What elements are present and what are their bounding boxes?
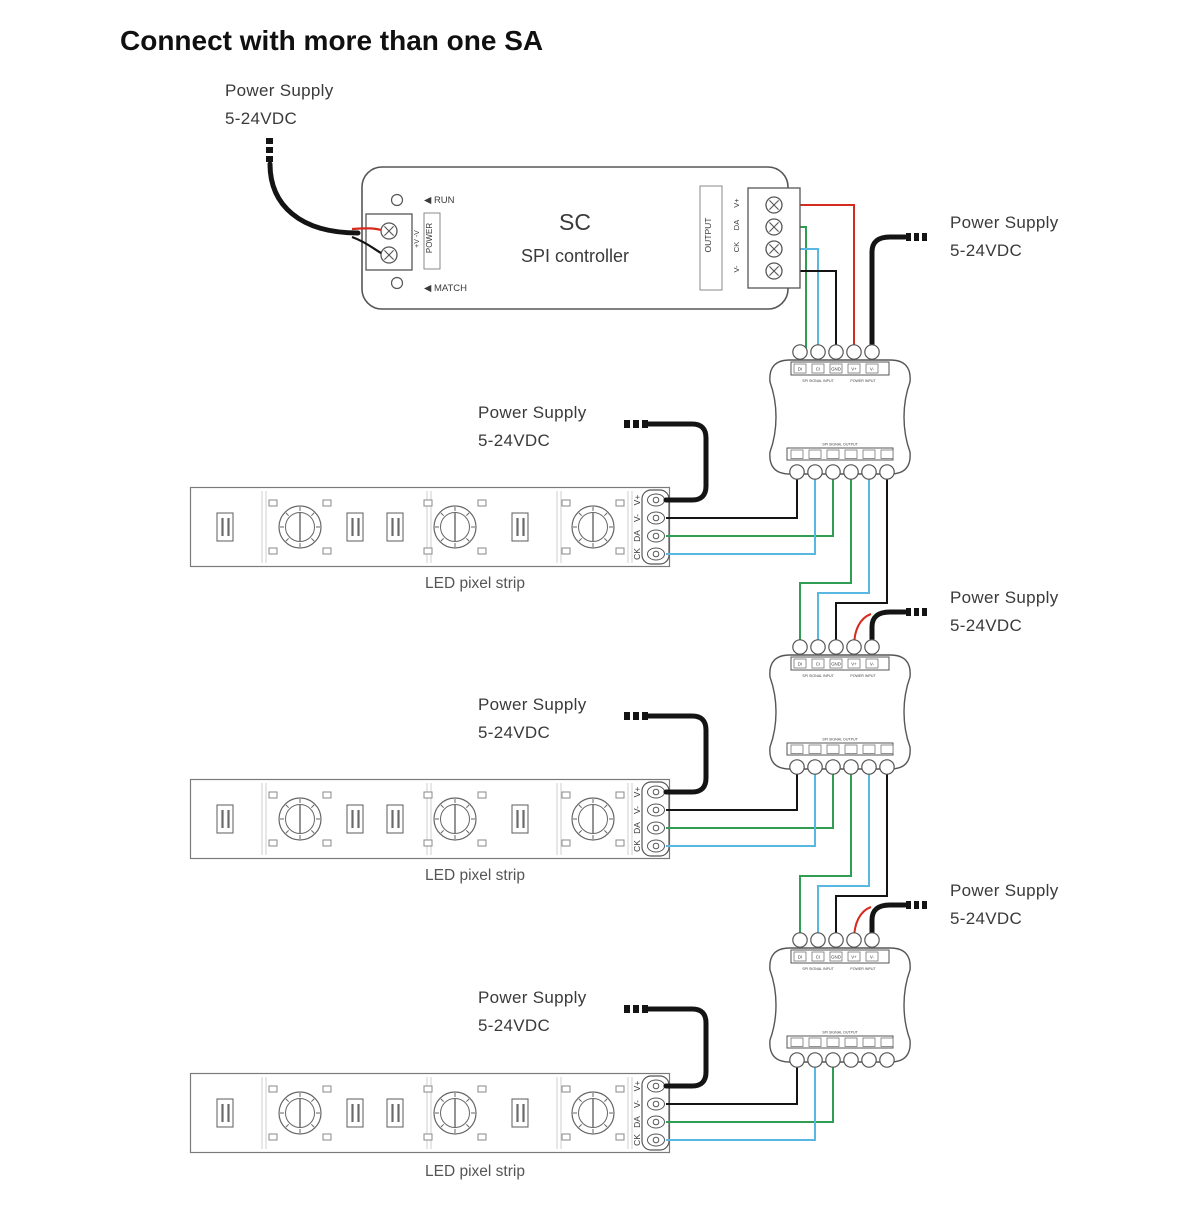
sc-power-pins-label: +V -V bbox=[414, 230, 421, 248]
wire-sa3-da-strip3 bbox=[666, 1060, 834, 1123]
wires-green bbox=[666, 226, 852, 1123]
lead-sc-vplus-red bbox=[351, 227, 382, 232]
cable-ps-sc bbox=[267, 161, 361, 236]
ps-label-sc-line1: Power Supply bbox=[225, 81, 334, 100]
sa-unit-3 bbox=[769, 932, 911, 1068]
ps-label-strip3: Power Supply 5-24VDC bbox=[478, 988, 587, 1035]
sc-output-pin-vplus: V+ bbox=[732, 198, 741, 208]
wire-sc-ck bbox=[800, 248, 819, 352]
ps-label-strip1-line1: Power Supply bbox=[478, 403, 587, 422]
wire-sa1-gnd-sa2 bbox=[835, 472, 888, 647]
wire-sa2-gnd-sa3 bbox=[835, 767, 888, 940]
wire-sc-vplus bbox=[800, 204, 855, 352]
strip2-caption: LED pixel strip bbox=[425, 867, 525, 884]
wire-sa2-ck-sa3 bbox=[817, 767, 870, 940]
ps-label-strip2-line1: Power Supply bbox=[478, 695, 587, 714]
wires-black bbox=[666, 270, 888, 1105]
ps-label-sc: Power Supply 5-24VDC bbox=[225, 81, 334, 128]
page-title: Connect with more than one SA bbox=[120, 25, 543, 56]
ps-label-sa3: Power Supply 5-24VDC bbox=[950, 881, 1059, 928]
power-plugs bbox=[266, 138, 927, 1013]
ps-label-strip1: Power Supply 5-24VDC bbox=[478, 403, 587, 450]
sc-match-label: ◀ MATCH bbox=[424, 283, 467, 294]
sc-case-screw-bottom bbox=[390, 276, 404, 290]
plug-ps-sc bbox=[266, 138, 273, 162]
ps-label-sa3-line1: Power Supply bbox=[950, 881, 1059, 900]
sc-run-label: ◀ RUN bbox=[424, 195, 455, 206]
ps-label-sa2-line1: Power Supply bbox=[950, 588, 1059, 607]
sc-subtitle: SPI controller bbox=[521, 246, 629, 266]
ps-label-strip2-line2: 5-24VDC bbox=[478, 723, 550, 742]
cable-ps-sa3 bbox=[869, 902, 908, 943]
ps-label-strip3-line2: 5-24VDC bbox=[478, 1016, 550, 1035]
ps-label-sa2: Power Supply 5-24VDC bbox=[950, 588, 1059, 635]
ps-label-sa2-line2: 5-24VDC bbox=[950, 616, 1022, 635]
sa-unit-1 bbox=[769, 344, 911, 480]
ps-label-strip1-line2: 5-24VDC bbox=[478, 431, 550, 450]
plug-ps-sa1 bbox=[906, 233, 927, 241]
sc-output-label: OUTPUT bbox=[703, 218, 713, 253]
sc-output-pin-vminus: V- bbox=[732, 265, 741, 273]
ps-label-sa1: Power Supply 5-24VDC bbox=[950, 213, 1059, 260]
wire-sc-gnd bbox=[800, 270, 837, 352]
lead-sc-vminus-black bbox=[351, 235, 382, 254]
plug-ps-sa2 bbox=[906, 608, 927, 616]
sa-unit-2 bbox=[769, 639, 911, 775]
led-strip-1 bbox=[191, 488, 670, 567]
plug-ps-strip1 bbox=[624, 420, 648, 428]
strip1-caption: LED pixel strip bbox=[425, 575, 525, 592]
sc-output-pin-da: DA bbox=[732, 220, 741, 230]
wire-sa1-da-strip1 bbox=[666, 472, 834, 537]
strip3-caption: LED pixel strip bbox=[425, 1163, 525, 1180]
wire-sa3-ck-strip3 bbox=[666, 1060, 816, 1141]
plug-ps-strip2 bbox=[624, 712, 648, 720]
sc-power-label-box bbox=[423, 212, 441, 270]
sc-case-screw-top bbox=[390, 193, 404, 207]
cable-ps-sa1 bbox=[869, 234, 908, 355]
led-strip-3 bbox=[191, 1074, 670, 1153]
cable-ps-sa2 bbox=[869, 609, 908, 650]
plug-ps-strip3 bbox=[624, 1005, 648, 1013]
wire-sa2-da-sa3 bbox=[799, 767, 852, 940]
ps-label-sc-line2: 5-24VDC bbox=[225, 109, 297, 128]
wire-sa1-da-sa2 bbox=[799, 472, 852, 647]
wire-sa2-vminus-strip2 bbox=[666, 767, 798, 811]
ps-label-strip2: Power Supply 5-24VDC bbox=[478, 695, 587, 742]
power-cables bbox=[645, 234, 908, 1089]
wire-sa2-ck-strip2 bbox=[666, 767, 816, 847]
cable-ps-strip2 bbox=[645, 713, 709, 795]
ps-label-strip3-line1: Power Supply bbox=[478, 988, 587, 1007]
wires-blue bbox=[666, 248, 870, 1141]
wire-sa1-ck-strip1 bbox=[666, 472, 816, 555]
wire-sa1-vminus-strip1 bbox=[666, 472, 798, 519]
led-strip-2 bbox=[191, 780, 670, 859]
wire-sa3-vminus-strip3 bbox=[666, 1060, 798, 1105]
sc-power-label: POWER bbox=[425, 223, 434, 253]
wire-sa1-ck-sa2 bbox=[817, 472, 870, 647]
ps-label-sa1-line2: 5-24VDC bbox=[950, 241, 1022, 260]
wire-sc-da bbox=[800, 226, 807, 352]
sc-controller: ◀ RUN ◀ MATCH POWER +V -V SC SPI control… bbox=[361, 166, 801, 310]
sc-output-label-box bbox=[699, 185, 723, 291]
ps-label-sa1-line1: Power Supply bbox=[950, 213, 1059, 232]
ps-label-sa3-line2: 5-24VDC bbox=[950, 909, 1022, 928]
sc-name: SC bbox=[559, 209, 591, 235]
plug-ps-sa3 bbox=[906, 901, 927, 909]
cable-ps-strip1 bbox=[645, 421, 709, 503]
cable-ps-strip3 bbox=[645, 1006, 709, 1089]
wire-sa2-da-strip2 bbox=[666, 767, 834, 829]
sc-output-pin-ck: CK bbox=[732, 242, 741, 252]
